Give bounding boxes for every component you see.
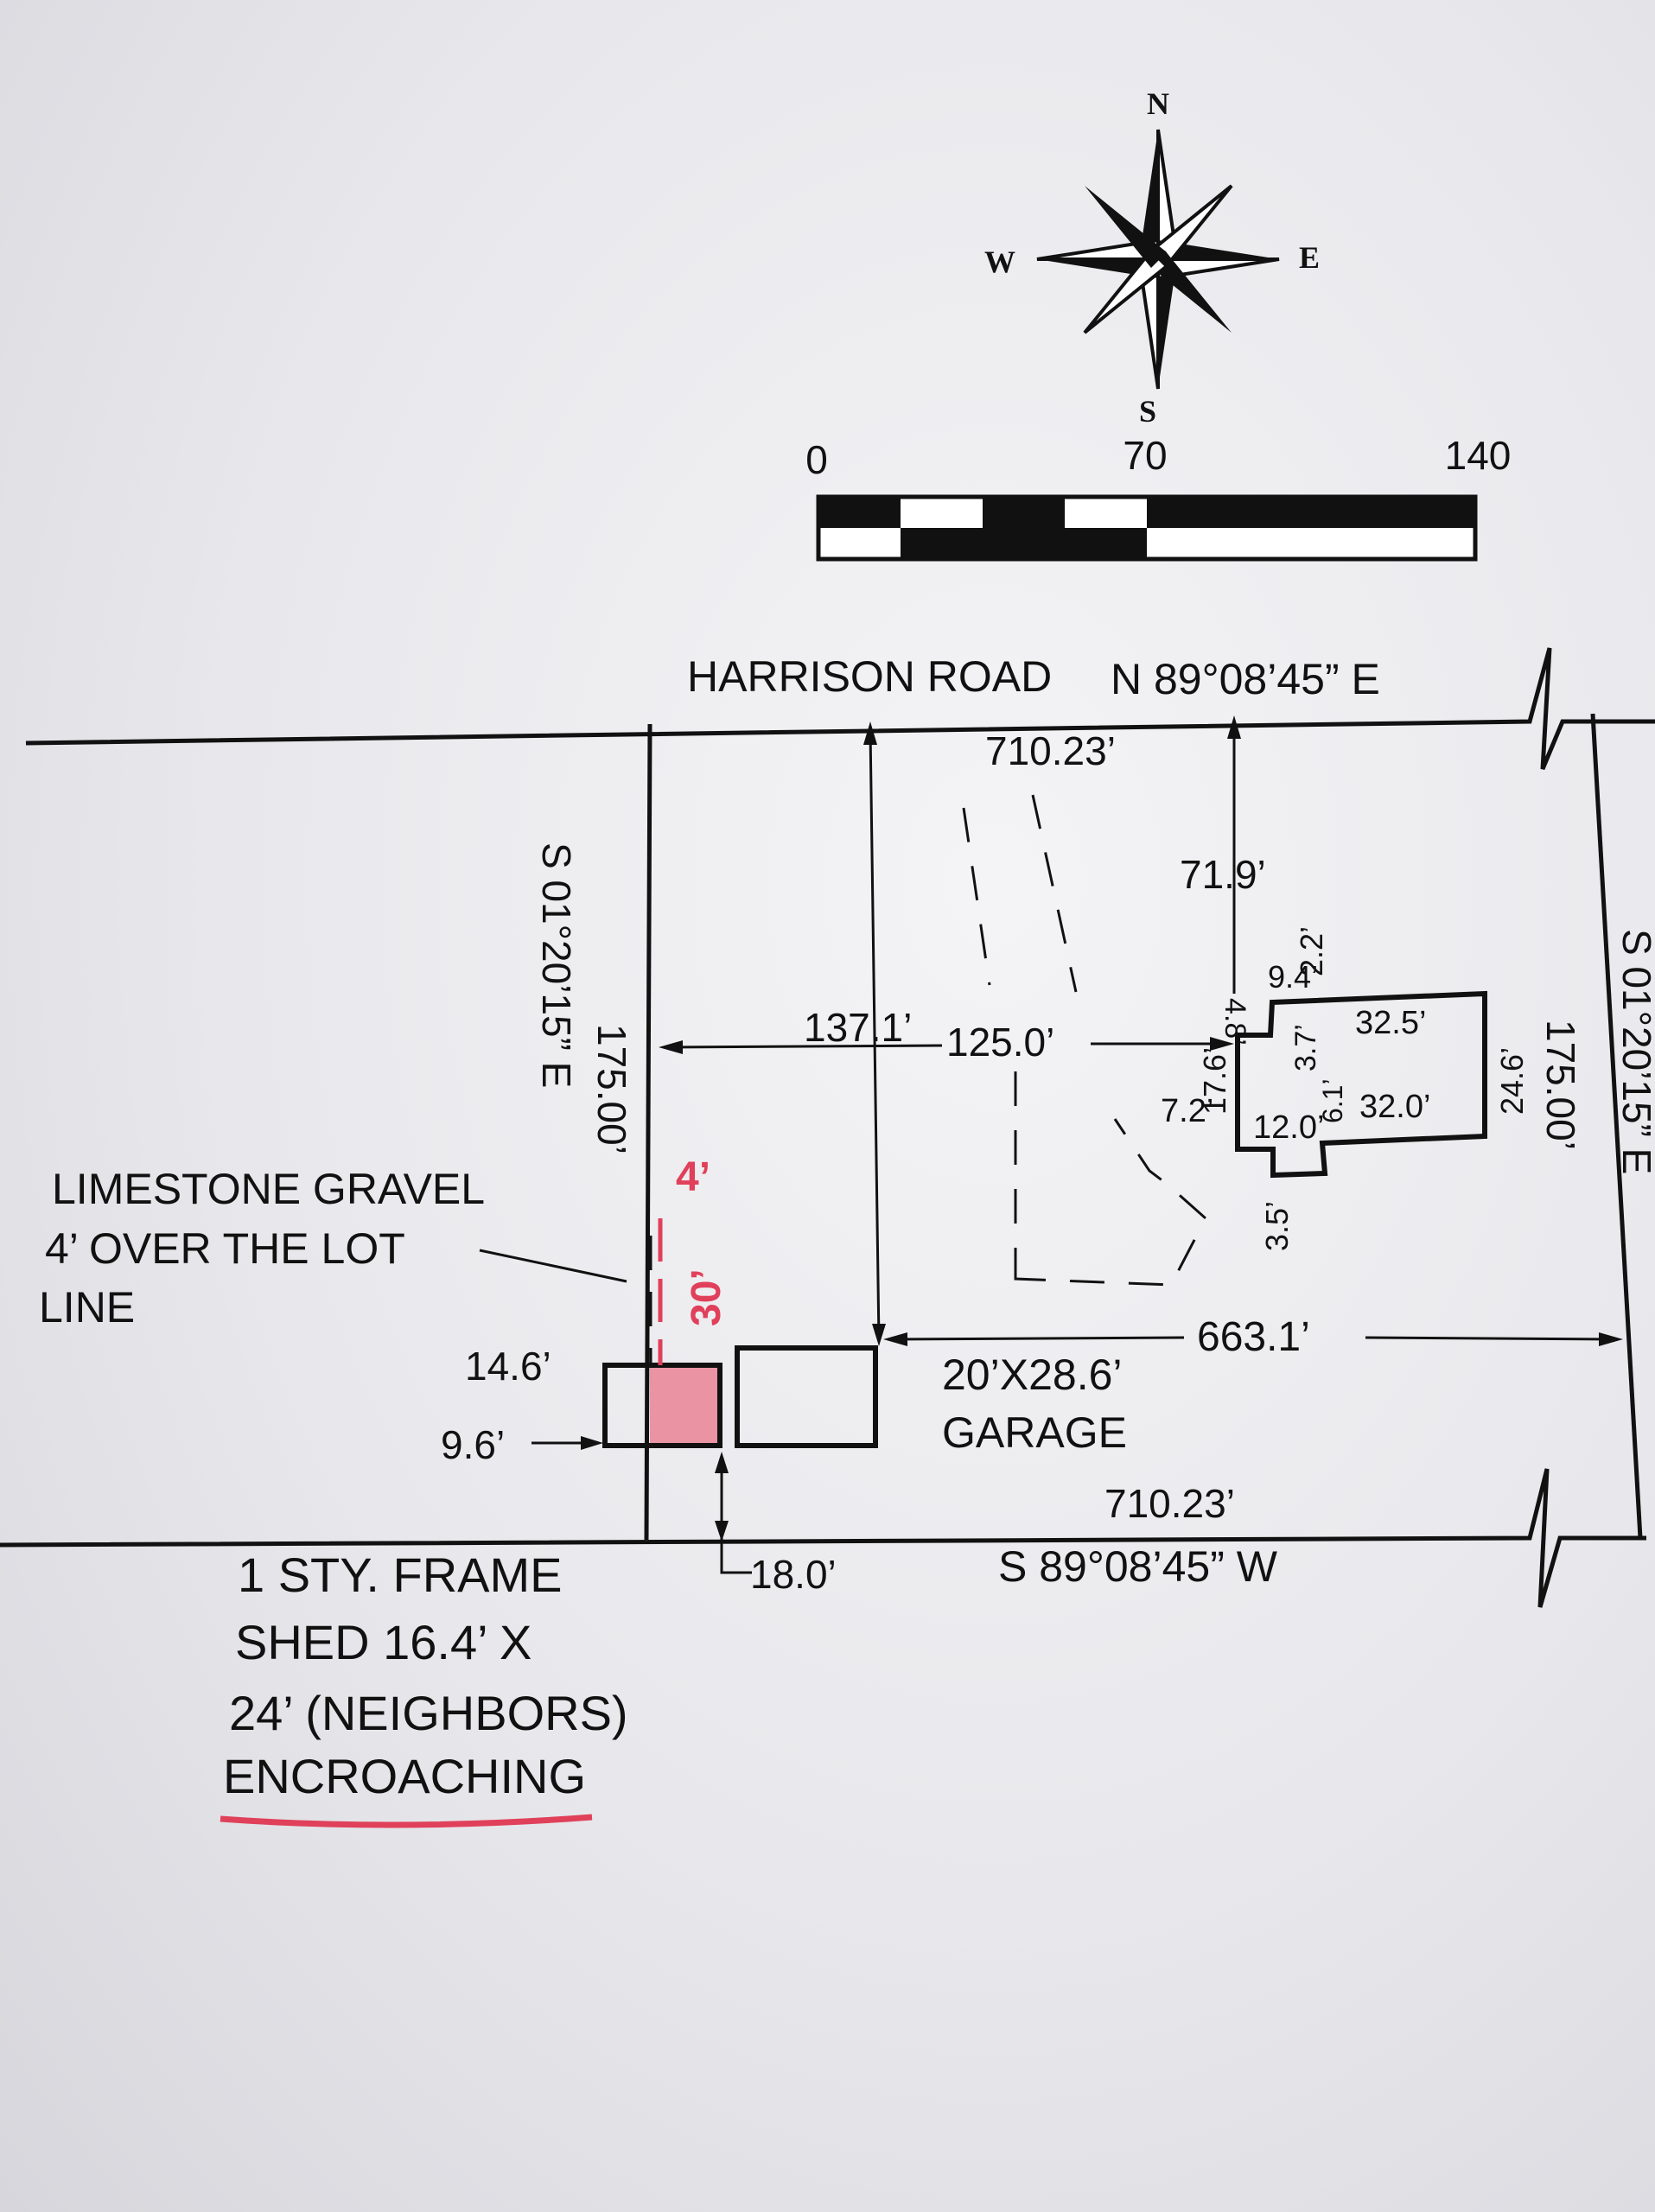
house-label: 32.5’ <box>1355 1005 1426 1041</box>
red-gravel-width: 4’ <box>676 1154 710 1200</box>
shed-note-line-4: ENCROACHING <box>223 1749 586 1803</box>
compass-west-point <box>1037 259 1158 278</box>
house-label: 6.1’ <box>1317 1078 1348 1123</box>
red-gravel-length: 30’ <box>684 1268 729 1326</box>
center-to-house-label: 125.0’ <box>946 1020 1054 1065</box>
compass-nw-point <box>1085 186 1167 268</box>
garage-outline <box>735 1345 878 1448</box>
compass-n-label: N <box>1147 86 1169 121</box>
shed-note-line-2: SHED 16.4’ X <box>235 1615 532 1669</box>
garage-size: 20’X28.6’ <box>942 1351 1123 1399</box>
east-lot-line <box>1590 713 1643 1539</box>
compass-s-label: S <box>1139 394 1156 429</box>
shed-to-south-label: 18.0’ <box>750 1552 837 1597</box>
scale-seg-1 <box>818 497 901 528</box>
shed-note-line-3: 24’ (NEIGHBORS) <box>229 1686 628 1740</box>
compass-rose: N S E W <box>984 86 1320 429</box>
west-to-center-label: 137.1’ <box>804 1005 912 1050</box>
dimension-lines: 71.9’ 137.1’ 125.0’ 663.1’ 14.6’ 9.6’ 18… <box>441 715 1623 1597</box>
scale-seg-4 <box>983 528 1147 559</box>
road-name: HARRISON ROAD <box>687 652 1052 701</box>
west-line-length: 175.00’ <box>589 1024 634 1154</box>
shed-note-line-1: 1 STY. FRAME <box>238 1548 563 1602</box>
compass-north-point <box>1139 130 1158 259</box>
scale-seg-3 <box>983 497 1065 528</box>
arrow-head <box>1210 1037 1234 1051</box>
scale-label-0: 0 <box>805 437 828 482</box>
north-bearing: N 89°08’45” E <box>1111 655 1380 703</box>
arrow-head <box>659 1040 683 1054</box>
compass-se-point <box>1149 251 1232 333</box>
house-label: 2.2’ <box>1294 926 1329 976</box>
house-label: 32.0’ <box>1359 1089 1430 1125</box>
house-label: 17.6’ <box>1197 1047 1232 1115</box>
north-line-length: 710.23’ <box>985 728 1116 773</box>
scale-bar: 0 70 140 <box>805 433 1512 562</box>
north-lot-line <box>25 647 1655 770</box>
gravel-note-leader <box>479 1249 627 1283</box>
arrow-head <box>581 1436 603 1450</box>
scale-label-70: 70 <box>1123 433 1167 478</box>
west-lot-line <box>644 723 652 1541</box>
driveway-edge <box>962 807 991 986</box>
arrow-head <box>1227 715 1241 739</box>
house-label: 3.5’ <box>1259 1201 1295 1251</box>
garage-to-east-dimension <box>889 1336 1185 1341</box>
arrow-head <box>715 1521 729 1541</box>
garage-to-east-label: 663.1’ <box>1197 1314 1310 1360</box>
south-bearing: S 89°08’45” W <box>998 1542 1278 1591</box>
gravel-note-line-1: LIMESTONE GRAVEL <box>52 1165 485 1213</box>
red-underline <box>220 1814 593 1828</box>
gravel-note-line-2: 4’ OVER THE LOT <box>45 1224 405 1273</box>
scale-seg-2 <box>901 528 983 559</box>
house-to-road-label: 71.9’ <box>1180 852 1266 897</box>
gravel-note: LIMESTONE GRAVEL 4’ OVER THE LOT LINE <box>39 1165 627 1332</box>
arrow-head <box>872 1324 886 1346</box>
compass-e-label: E <box>1299 240 1320 275</box>
west-to-center-dimension <box>665 1044 943 1049</box>
gravel-note-line-3: LINE <box>39 1283 135 1332</box>
house-label: 9.4’ <box>1268 959 1318 995</box>
compass-east-point <box>1158 240 1279 259</box>
lot-lines: HARRISON ROAD N 89°08’45” E 710.23’ 710.… <box>0 647 1655 1608</box>
house-label: 12.0’ <box>1253 1109 1324 1146</box>
shed: 4’ 30’ <box>602 1154 729 1448</box>
house-outline <box>1235 990 1487 1179</box>
scale-label-140: 140 <box>1445 433 1512 478</box>
driveway <box>962 794 1207 1287</box>
shed-note: 1 STY. FRAME SHED 16.4’ X 24’ (NEIGHBORS… <box>220 1548 628 1828</box>
east-bearing: S 01°20’15” E <box>1614 929 1655 1174</box>
house-label: 3.7’ <box>1289 1024 1322 1071</box>
compass-w-label: W <box>984 245 1015 279</box>
driveway-turnaround <box>1014 1118 1207 1287</box>
west-offset-dimension <box>869 729 881 1343</box>
south-line-length: 710.23’ <box>1104 1481 1235 1526</box>
shed-to-south-leader <box>720 1460 752 1574</box>
house-label: 4.8’ <box>1219 998 1251 1046</box>
shed-encroachment-hatch <box>650 1365 719 1443</box>
house-label: 7.2’ <box>1161 1093 1213 1129</box>
compass-south-point <box>1158 259 1177 389</box>
garage-label: GARAGE <box>942 1408 1127 1457</box>
house-label: 24.6’ <box>1494 1047 1530 1115</box>
shed-top-label: 14.6’ <box>465 1344 551 1389</box>
scale-seg-5 <box>1147 497 1475 528</box>
west-bearing: S 01°20’15” E <box>534 842 579 1088</box>
shed-bottom-label: 9.6’ <box>441 1422 505 1467</box>
arrow-head <box>1599 1332 1623 1346</box>
south-lot-line <box>0 1468 1646 1608</box>
garage-to-east-dimension-2 <box>1365 1336 1617 1341</box>
east-line-length: 175.00’ <box>1538 1020 1583 1150</box>
arrow-head <box>863 721 877 745</box>
house: 4.8’ 9.4’ 2.2’ 32.5’ 24.6’ 17.6’ 3.7’ 7.… <box>1161 926 1530 1251</box>
arrow-head <box>883 1332 907 1346</box>
arrow-head <box>715 1452 729 1473</box>
garage: 20’X28.6’ GARAGE <box>735 1345 1127 1457</box>
driveway-edge <box>1031 794 1078 993</box>
